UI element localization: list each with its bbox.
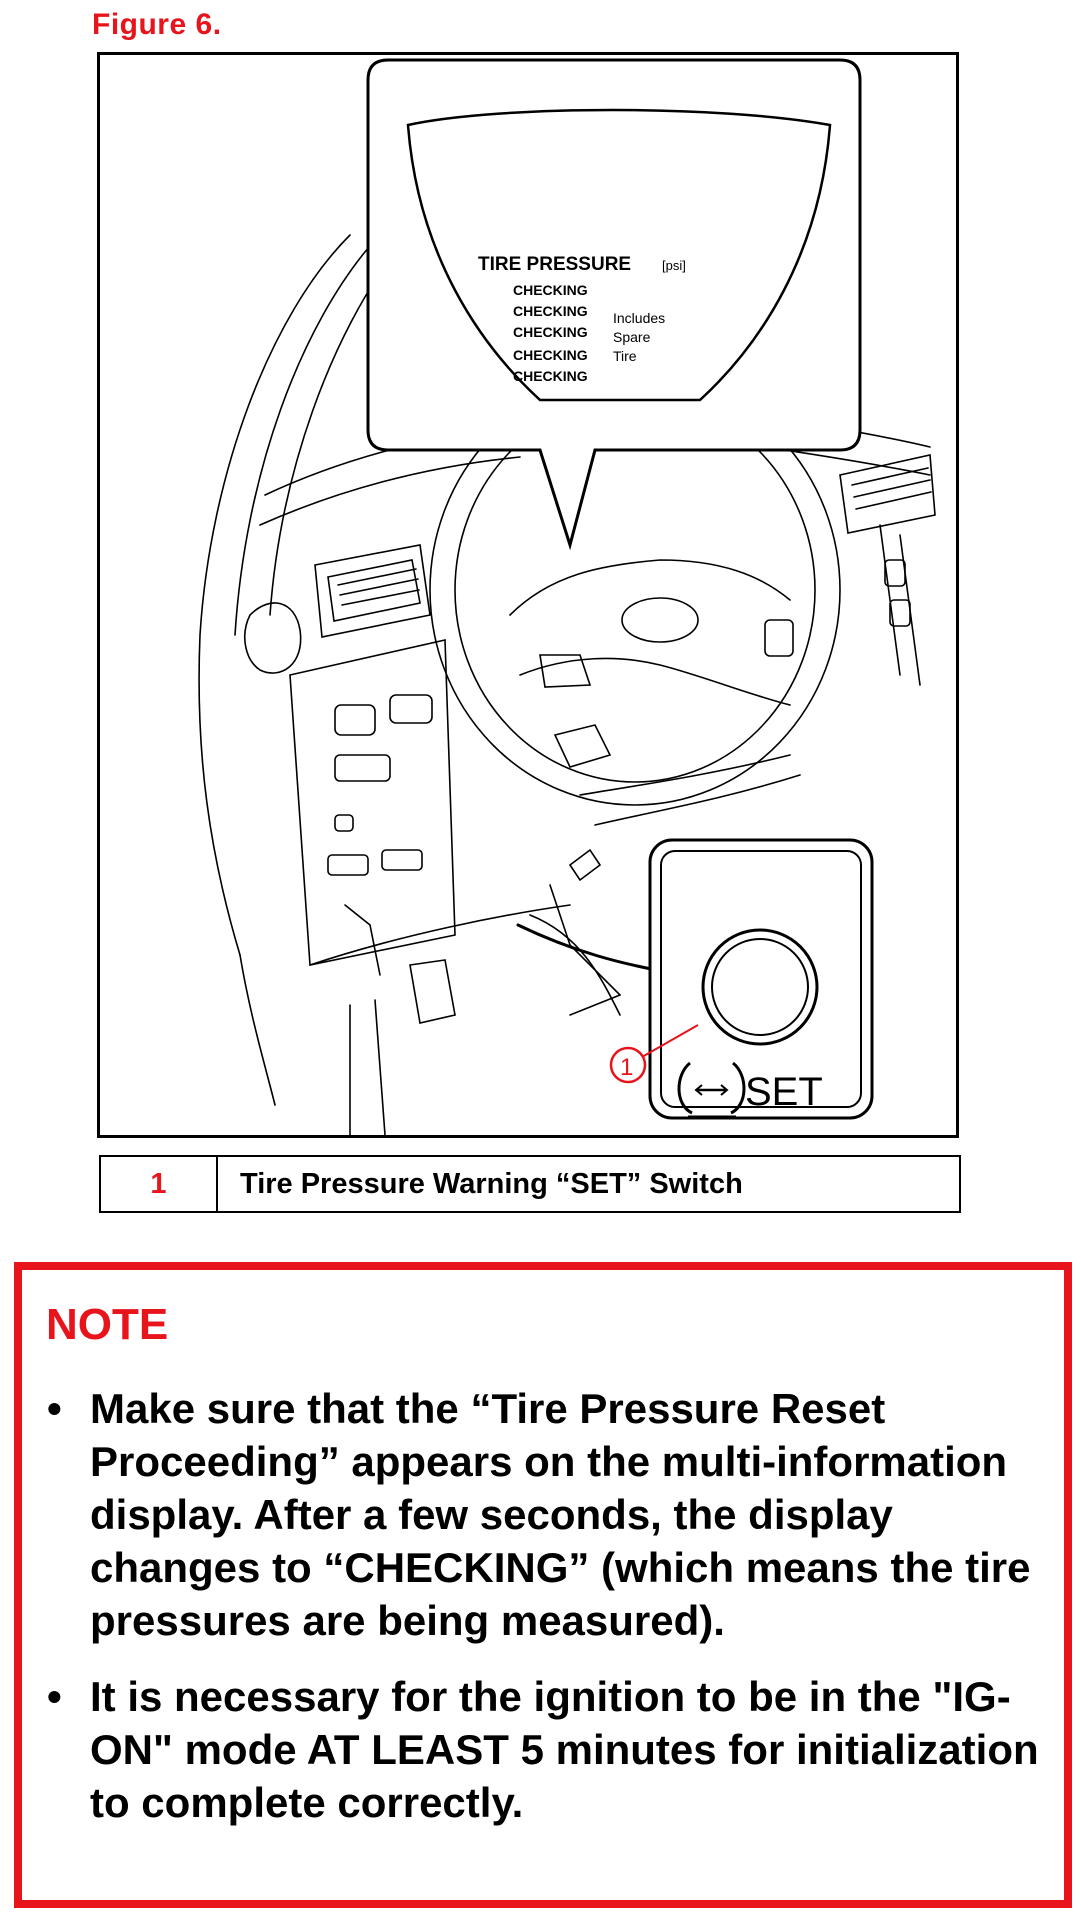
note-list: • Make sure that the “Tire Pressure Rese… [22, 1382, 1064, 1852]
legend-table: 1 Tire Pressure Warning “SET” Switch [99, 1155, 961, 1213]
display-side-note: Includes [613, 310, 665, 326]
note-box: NOTE • Make sure that the “Tire Pressure… [14, 1262, 1072, 1908]
legend-number: 1 [101, 1157, 218, 1211]
set-switch: SET [648, 838, 874, 1120]
display-status-line: CHECKING [513, 303, 588, 319]
note-item-text: It is necessary for the ignition to be i… [90, 1673, 1039, 1826]
note-item: • It is necessary for the ignition to be… [22, 1670, 1064, 1829]
figure-illustration: TIRE PRESSURE [psi] CHECKING CHECKING CH… [97, 52, 959, 1138]
display-status-line: CHECKING [513, 282, 588, 298]
callout-1: 1 [609, 1024, 699, 1084]
bullet: • [47, 1673, 62, 1720]
note-item-text: Make sure that the “Tire Pressure Reset … [90, 1385, 1031, 1644]
dashboard-illustration: TIRE PRESSURE [psi] CHECKING CHECKING CH… [198, 58, 936, 1135]
note-title: NOTE [46, 1300, 169, 1349]
tire-pressure-warning-icon [677, 1061, 746, 1119]
display-unit: [psi] [662, 258, 686, 273]
set-switch-button-icon [701, 928, 819, 1046]
display-side-note: Tire [613, 348, 637, 364]
figure-title: Figure 6. [92, 8, 222, 41]
display-side-note: Spare [613, 329, 651, 345]
display-status-line: CHECKING [513, 347, 588, 363]
display-status-line: CHECKING [513, 324, 588, 340]
display-status-line: CHECKING [513, 368, 588, 384]
display-heading: TIRE PRESSURE [478, 254, 631, 275]
legend-description: Tire Pressure Warning “SET” Switch [240, 1167, 743, 1200]
note-item: • Make sure that the “Tire Pressure Rese… [22, 1382, 1064, 1647]
set-switch-label: SET [745, 1070, 823, 1114]
callout-number: 1 [620, 1054, 633, 1081]
bullet: • [47, 1385, 62, 1432]
